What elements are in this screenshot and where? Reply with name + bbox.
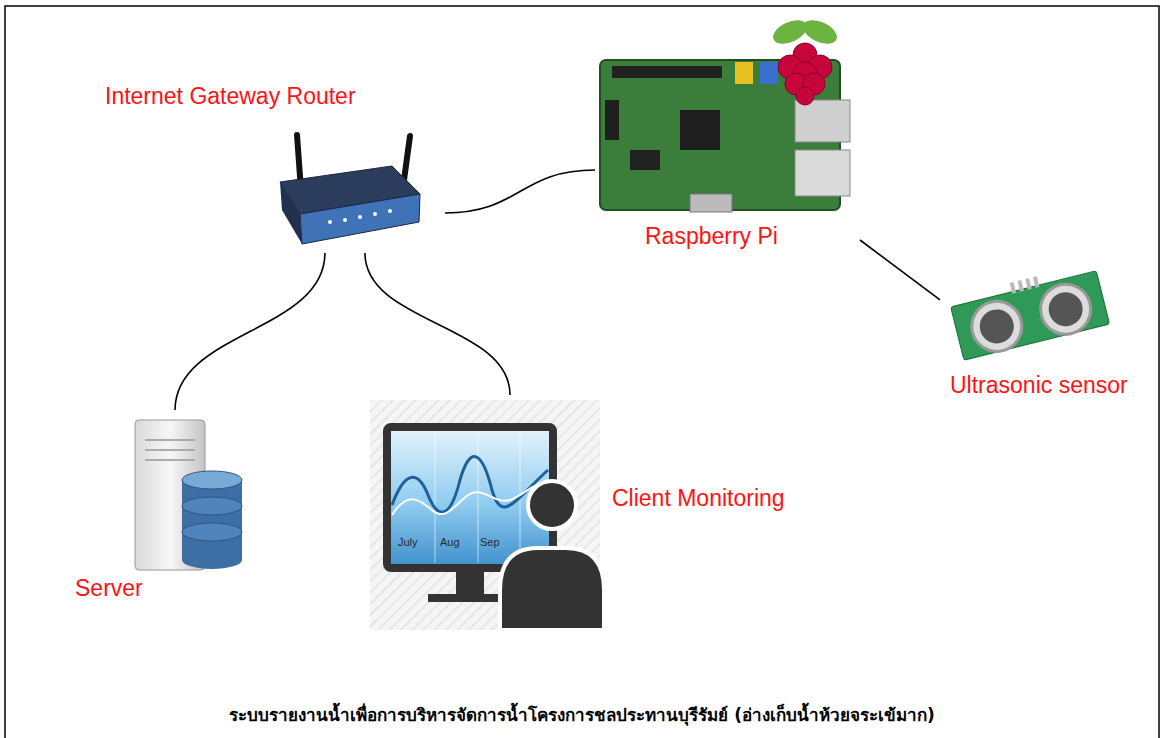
raspberry-pi-board-part bbox=[630, 150, 660, 170]
chart-axis-label: Aug bbox=[440, 536, 460, 548]
network-link bbox=[365, 253, 510, 395]
router-icon-part bbox=[358, 215, 362, 219]
raspberry-pi-board-part bbox=[760, 62, 778, 84]
chart-axis-label: July bbox=[398, 536, 418, 548]
server-icon bbox=[135, 420, 242, 570]
raspberry-pi-board-part bbox=[690, 194, 732, 212]
device-node: Raspberry Pi bbox=[595, 8, 860, 258]
device-label: Ultrasonic sensor bbox=[950, 372, 1128, 398]
device-label: Raspberry Pi bbox=[645, 223, 778, 249]
device-label: Server bbox=[75, 575, 143, 601]
ultrasonic-sensor-board-part bbox=[951, 271, 1110, 361]
device-node: Server bbox=[70, 410, 248, 610]
network-link bbox=[175, 253, 325, 410]
ultrasonic-sensor-board-part bbox=[1045, 289, 1086, 330]
client-monitoring-icon-part bbox=[478, 432, 479, 563]
server-icon-part bbox=[182, 471, 242, 489]
device-node: Ultrasonic sensor bbox=[940, 262, 1154, 402]
diagram-caption: ระบบรายงานน้ำเพื่อการบริหารจัดการน้ำโครง… bbox=[20, 704, 1144, 726]
router-icon bbox=[280, 135, 420, 244]
client-monitoring-icon-part bbox=[456, 570, 484, 596]
server-icon-part bbox=[182, 480, 242, 560]
server-icon-part bbox=[182, 523, 242, 541]
device-node: Internet Gateway Router bbox=[100, 75, 445, 253]
ultrasonic-sensor-board-part bbox=[1025, 278, 1032, 290]
ultrasonic-sensor-board-part bbox=[1017, 280, 1024, 292]
client-monitoring-icon-part bbox=[392, 457, 548, 513]
client-monitoring-icon-part bbox=[528, 481, 576, 529]
ultrasonic-sensor-board-part bbox=[976, 306, 1017, 347]
router-icon-part bbox=[404, 136, 410, 180]
router-icon-part bbox=[343, 218, 347, 222]
server-icon-part bbox=[145, 449, 195, 451]
device-node: Client Monitoring bbox=[365, 395, 850, 635]
raspberry-pi-board-part bbox=[612, 66, 722, 78]
client-monitoring-icon-part bbox=[500, 548, 604, 630]
raspberry-logo-part bbox=[796, 87, 814, 105]
raspberry-pi-board-part bbox=[680, 110, 720, 150]
chart-axis-label: Sep bbox=[480, 536, 500, 548]
device-label: Client Monitoring bbox=[612, 485, 785, 511]
router-icon-part bbox=[300, 194, 420, 244]
router-icon-part bbox=[280, 182, 302, 244]
router-icon-part bbox=[373, 212, 377, 216]
client-monitoring-icon bbox=[370, 400, 604, 630]
device-label: Internet Gateway Router bbox=[105, 83, 356, 109]
router-icon-part bbox=[388, 209, 392, 213]
ultrasonic-sensor-board-part bbox=[1035, 279, 1096, 340]
raspberry-pi-board-part bbox=[605, 100, 619, 140]
raspberry-pi-board-part bbox=[795, 100, 850, 142]
client-monitoring-icon-part bbox=[392, 484, 548, 515]
raspberry-logo bbox=[769, 15, 840, 105]
server-icon-part bbox=[182, 551, 242, 569]
raspberry-pi-board bbox=[600, 60, 850, 212]
server-icon-part bbox=[145, 459, 195, 461]
page-frame bbox=[5, 6, 1159, 738]
raspberry-pi-board-part bbox=[735, 62, 753, 84]
client-monitoring-icon-part bbox=[435, 432, 436, 563]
network-link bbox=[860, 240, 940, 300]
server-icon-part bbox=[145, 439, 195, 441]
raspberry-pi-board-part bbox=[795, 150, 850, 196]
network-link bbox=[445, 170, 595, 213]
server-icon-part bbox=[182, 497, 242, 515]
ultrasonic-sensor-board-part bbox=[1010, 282, 1017, 294]
ultrasonic-sensor-board-part bbox=[966, 296, 1027, 357]
router-icon-part bbox=[328, 220, 332, 224]
ultrasonic-sensor-board-part bbox=[1033, 276, 1040, 288]
ultrasonic-sensor-board bbox=[949, 262, 1110, 360]
